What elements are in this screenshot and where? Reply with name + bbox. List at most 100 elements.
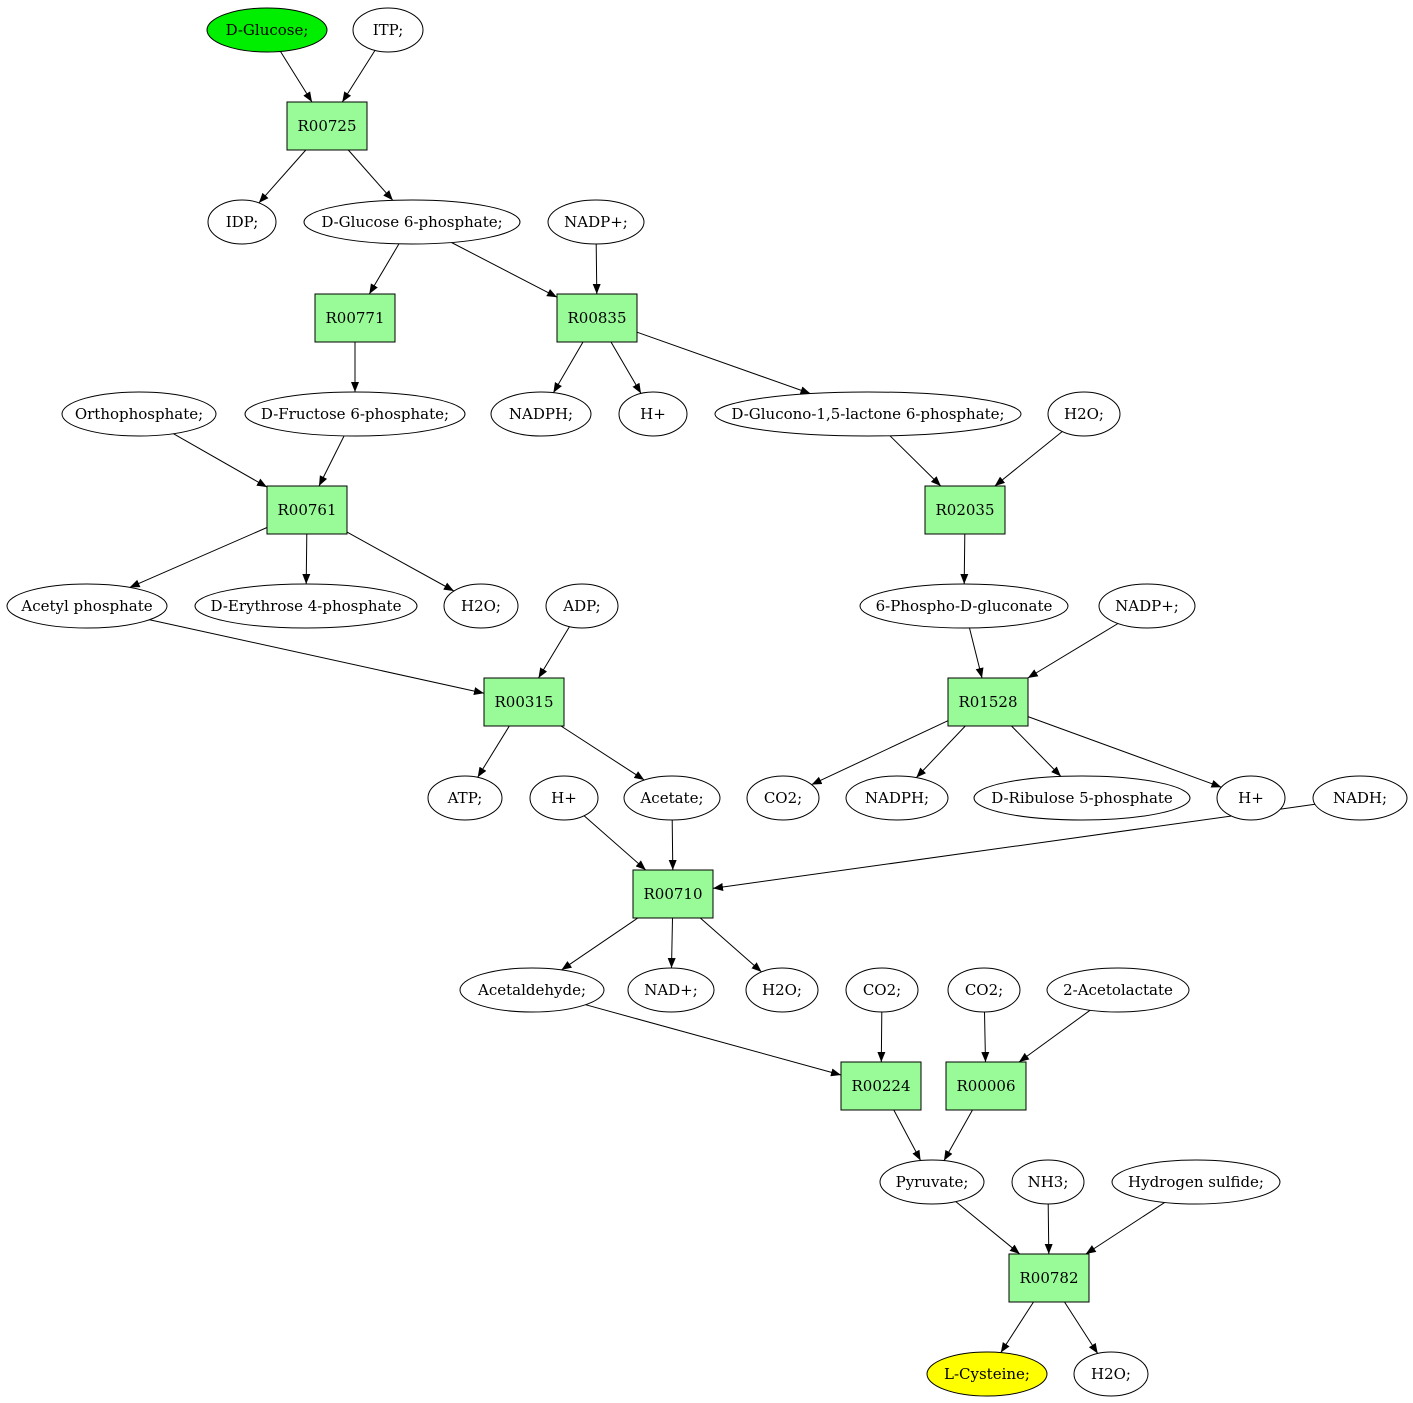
node-label: H2O; (461, 597, 501, 615)
reaction-node-r00710: R00710 (632, 869, 714, 919)
metabolite-node-glc: D-Glucose; (206, 7, 328, 53)
node-label: Acetaldehyde; (477, 981, 586, 999)
metabolite-node-pgluc: 6-Phospho-D-gluconate (859, 583, 1069, 629)
metabolite-ellipse (459, 967, 605, 1013)
metabolite-ellipse (244, 391, 466, 437)
metabolite-node-acp: Acetyl phosphate (6, 583, 168, 629)
node-label: R00771 (325, 309, 384, 327)
reaction-node-r02035: R02035 (924, 485, 1006, 535)
metabolite-ellipse (1047, 391, 1121, 437)
metabolite-node-orthop: Orthophosphate; (61, 391, 217, 437)
metabolite-ellipse (845, 775, 949, 821)
reaction-box (924, 485, 1006, 535)
reaction-node-r00771: R00771 (314, 293, 396, 343)
node-label: R00782 (1019, 1269, 1078, 1287)
reaction-box (483, 677, 565, 727)
edge-r00782-to-h2o4 (1064, 1301, 1099, 1354)
metabolite-node-e4p: D-Erythrose 4-phosphate (194, 583, 418, 629)
node-label: Acetate; (639, 789, 703, 807)
node-label: ITP; (373, 21, 404, 39)
metabolite-node-hplus2: H+ (529, 775, 599, 821)
node-label: ATP; (447, 789, 483, 807)
metabolite-ellipse (1216, 775, 1286, 821)
node-label: Hydrogen sulfide; (1128, 1173, 1264, 1191)
edge-r00761-to-e4p (302, 533, 311, 585)
metabolite-ellipse (207, 199, 277, 245)
edge-r00710-to-h2o3 (699, 917, 762, 973)
node-label: R00224 (851, 1077, 910, 1095)
edge-acetate-to-r00710 (668, 819, 677, 871)
node-label: NADP+; (1115, 597, 1179, 615)
metabolite-node-h2s: Hydrogen sulfide; (1111, 1159, 1281, 1205)
metabolite-node-nadh: NADH; (1312, 775, 1408, 821)
metabolite-node-glucono: D-Glucono-1,5-lactone 6-phosphate; (714, 391, 1022, 437)
edge-nadp2-to-r01528 (1027, 623, 1119, 679)
node-label: D-Erythrose 4-phosphate (211, 597, 402, 615)
metabolite-node-atp: ATP; (427, 775, 503, 821)
metabolite-ellipse (1111, 1159, 1281, 1205)
metabolite-ellipse (947, 967, 1021, 1013)
edge-hplus2-to-r00710 (583, 815, 647, 871)
edge-pyr-to-r00782 (955, 1201, 1021, 1255)
reaction-box (556, 293, 638, 343)
metabolite-node-h2o1: H2O; (1047, 391, 1121, 437)
reaction-box (947, 677, 1029, 727)
metabolite-ellipse (714, 391, 1022, 437)
metabolite-node-nad: NAD+; (627, 967, 715, 1013)
edge-acp-to-r00315 (149, 619, 485, 695)
metabolite-node-acetate: Acetate; (623, 775, 721, 821)
metabolite-ellipse (1073, 1351, 1149, 1397)
metabolite-ellipse (746, 775, 820, 821)
node-label: CO2; (965, 981, 1003, 999)
metabolite-node-nadp2: NADP+; (1098, 583, 1196, 629)
edge-r00725-to-idp (258, 149, 307, 204)
node-label: Pyruvate; (896, 1173, 969, 1191)
edge-glucono-to-r02035 (889, 435, 942, 487)
metabolite-ellipse (206, 7, 328, 53)
node-label: NADPH; (865, 789, 929, 807)
edge-r00835-to-glucono (636, 331, 811, 395)
metabolite-node-acl: 2-Acetolactate (1046, 967, 1190, 1013)
node-label: R00710 (643, 885, 702, 903)
node-label: R00315 (494, 693, 553, 711)
node-label: H+ (640, 405, 666, 423)
edge-f6p-to-r00761 (318, 435, 345, 487)
edge-h2o1-to-r02035 (994, 431, 1063, 487)
metabolite-ellipse (547, 199, 645, 245)
node-label: NADPH; (509, 405, 573, 423)
metabolite-ellipse (627, 967, 715, 1013)
edge-r01528-to-ru5p (1011, 725, 1062, 777)
node-label: NADP+; (564, 213, 628, 231)
reaction-box (286, 101, 368, 151)
node-label: D-Glucose; (226, 21, 309, 39)
node-label: R00725 (297, 117, 356, 135)
metabolite-ellipse (618, 391, 688, 437)
metabolite-ellipse (745, 967, 819, 1013)
metabolite-ellipse (427, 775, 503, 821)
edge-r00725-to-g6p (347, 149, 394, 201)
metabolite-node-cys: L-Cysteine; (926, 1351, 1048, 1397)
node-label: R01528 (958, 693, 1017, 711)
metabolite-node-f6p: D-Fructose 6-phosphate; (244, 391, 466, 437)
edge-acl-to-r00006 (1018, 1009, 1091, 1063)
metabolite-ellipse (443, 583, 519, 629)
reaction-box (840, 1061, 922, 1111)
metabolite-ellipse (6, 583, 168, 629)
metabolite-node-nadph2: NADPH; (845, 775, 949, 821)
metabolite-ellipse (926, 1351, 1048, 1397)
metabolite-node-pyr: Pyruvate; (879, 1159, 985, 1205)
edge-r00315-to-atp (477, 725, 510, 778)
metabolite-ellipse (623, 775, 721, 821)
metabolite-node-ru5p: D-Ribulose 5-phosphate (973, 775, 1191, 821)
node-label: H2O; (1064, 405, 1104, 423)
node-label: CO2; (764, 789, 802, 807)
edge-nh3-to-r00782 (1044, 1203, 1053, 1255)
reaction-node-r00835: R00835 (556, 293, 638, 343)
node-label: D-Fructose 6-phosphate; (261, 405, 449, 423)
node-label: CO2; (863, 981, 901, 999)
edge-r00315-to-acetate (560, 725, 645, 781)
edge-r02035-to-pgluc (960, 533, 969, 585)
edge-co2b-to-r00224 (877, 1011, 886, 1063)
edge-r00710-to-nad (667, 917, 676, 969)
metabolite-ellipse (352, 7, 424, 53)
